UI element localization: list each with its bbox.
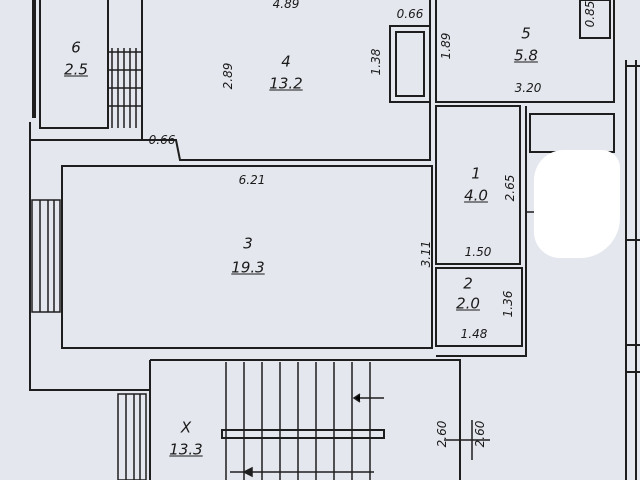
room-4-number: 4 [281, 52, 291, 71]
shaft-inner [395, 31, 425, 97]
closet-right [529, 113, 615, 153]
stair-hall-walls [149, 359, 461, 480]
room-2-area: 2.0 [456, 294, 480, 313]
dim-shaft-width: 0.66 [396, 7, 424, 21]
dim-room2-height: 1.36 [501, 290, 515, 318]
dim-room1-height: 2.65 [503, 174, 517, 202]
dim-room5-189: 1.89 [439, 32, 453, 60]
room-5-walls [435, 0, 615, 103]
stairs-room-6 [108, 48, 142, 128]
room-5-area: 5.8 [514, 46, 538, 65]
hall-area: 13.3 [169, 440, 203, 459]
room-2-walls [435, 267, 523, 347]
left-outer-wall [29, 122, 150, 391]
room-1-walls [435, 105, 521, 265]
stair-rail [221, 429, 385, 439]
dim-right-085: 0.85 [583, 0, 597, 28]
shaft [389, 25, 431, 103]
dim-room2-width: 1.48 [460, 327, 488, 341]
room-1-area: 4.0 [464, 186, 488, 205]
room-6-number: 6 [71, 38, 81, 57]
dim-top-room4: 4.89 [272, 0, 300, 11]
dim-room5-width: 3.20 [514, 81, 542, 95]
dim-room4-138: 1.38 [369, 48, 383, 76]
room-3-area: 19.3 [231, 258, 265, 277]
room-4-area: 13.2 [269, 74, 303, 93]
dim-corridor-066: 0.66 [148, 133, 176, 147]
right-top-block [579, 0, 611, 39]
dim-room3-width: 6.21 [238, 173, 266, 187]
room-6-walls [39, 0, 109, 129]
dim-stair-b: 2.60 [473, 420, 487, 448]
room-2-number: 2 [463, 274, 473, 293]
window-bottom-left [117, 393, 147, 480]
redaction-patch [534, 150, 620, 258]
main-stairs [225, 362, 384, 480]
window-left [31, 199, 61, 313]
room-4-walls [141, 0, 431, 161]
room-3-walls [61, 165, 433, 349]
room-1-number: 1 [471, 164, 481, 183]
dim-room4-height: 2.89 [221, 62, 235, 90]
dim-room1-width: 1.50 [464, 245, 492, 259]
right-outer-wall [436, 106, 527, 357]
dim-room3-height: 3.11 [419, 240, 433, 268]
room-6-area: 2.5 [64, 60, 88, 79]
room-5-number: 5 [521, 24, 531, 43]
dim-stair-a: 2.60 [435, 420, 449, 448]
hall-number: X [180, 418, 192, 437]
room-3-number: 3 [243, 234, 253, 253]
